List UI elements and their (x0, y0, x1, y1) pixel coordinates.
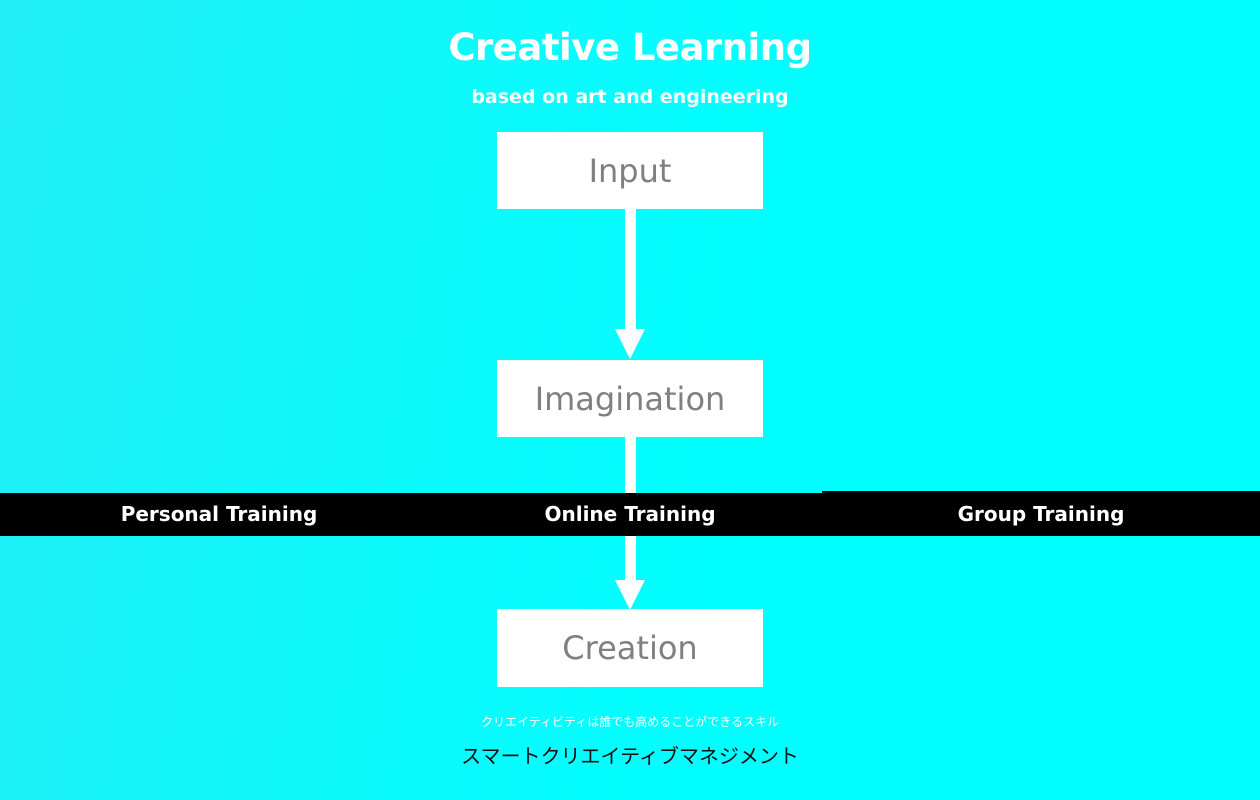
arrow-down-icon (615, 329, 645, 359)
footer-tagline: クリエイティビティは誰でも高めることができるスキル (480, 715, 780, 729)
group-training-label: Group Training (957, 502, 1125, 526)
training-bar-edge (822, 491, 1260, 494)
diagram-title: Creative Learning (448, 26, 812, 69)
step-creation-label: Creation (562, 629, 698, 667)
arrow-shaft-3 (625, 536, 636, 582)
step-imagination-label: Imagination (534, 379, 726, 418)
personal-training-label: Personal Training (120, 502, 318, 526)
arrow-down-icon (615, 580, 645, 610)
training-bar (0, 493, 1260, 536)
footer-brand: スマートクリエイティブマネジメント (461, 744, 799, 768)
arrow-shaft-1 (625, 208, 636, 330)
online-training-label: Online Training (544, 502, 716, 526)
step-input-box: Input (497, 132, 763, 209)
step-creation-box: Creation (497, 609, 763, 687)
step-input-label: Input (588, 151, 672, 190)
diagram-subtitle: based on art and engineering (471, 86, 789, 108)
step-imagination-box: Imagination (497, 360, 763, 437)
